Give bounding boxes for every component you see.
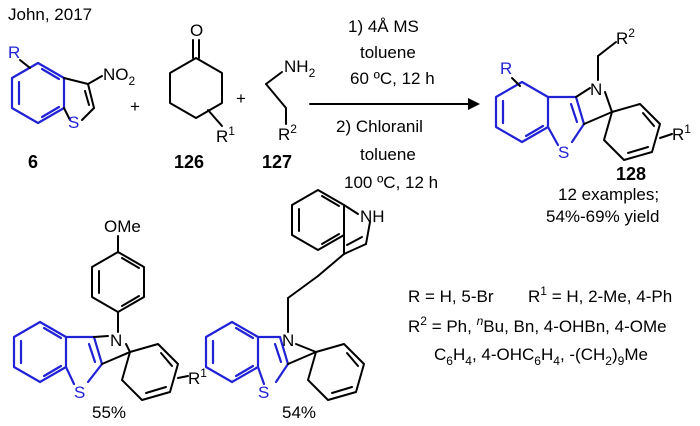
reactant-127-structure — [265, 71, 287, 125]
reactant-6-structure — [10, 59, 103, 125]
product-r2-label: R2 — [616, 26, 635, 48]
reactant-126-structure — [169, 39, 223, 127]
citation: John, 2017 — [8, 5, 92, 24]
plus-sign-1: + — [130, 97, 140, 116]
example-2-structure — [204, 189, 371, 401]
substituents-line-1-r1: R1 = H, 2-Me, 4-Ph — [528, 284, 672, 306]
product-nitrogen: N — [590, 80, 602, 99]
reactant-6-nitro-label: NO2 — [103, 65, 136, 88]
reactant-6-sulfur-label: S — [68, 113, 79, 132]
example-1-ome: OMe — [104, 217, 141, 236]
product-r1-label: R1 — [672, 122, 691, 144]
reactant-127-amine: NH2 — [284, 57, 316, 80]
condition-step2-line3: 100 ºC, 12 h — [344, 173, 438, 192]
reactant-6-r-label: R — [8, 43, 20, 62]
condition-step1-line1: 1) 4Å MS — [348, 17, 419, 36]
plus-sign-2: + — [236, 89, 246, 108]
example-1-structure — [12, 235, 189, 401]
product-examples: 12 examples; — [558, 185, 659, 204]
example-1-nitrogen: N — [110, 331, 122, 350]
condition-step1-line2: toluene — [360, 43, 416, 62]
product-number: 128 — [616, 164, 646, 184]
reaction-arrow — [309, 98, 480, 110]
product-r-label: R — [500, 59, 512, 78]
product-yield-range: 54%-69% yield — [546, 207, 659, 226]
reactant-127-number: 127 — [262, 152, 292, 172]
product-sulfur: S — [558, 143, 569, 162]
reactant-6-number: 6 — [28, 152, 38, 172]
reactant-126-oxygen: O — [190, 21, 203, 40]
product-128-structure — [494, 41, 673, 161]
condition-step1-line3: 60 ºC, 12 h — [350, 69, 435, 88]
example-2-sulfur: S — [258, 383, 269, 402]
reactant-126-number: 126 — [174, 152, 204, 172]
reactant-127-r2: R2 — [278, 122, 297, 144]
condition-step2-line1: 2) Chloranil — [336, 117, 423, 136]
example-2-indole-nh: NH — [360, 207, 385, 226]
substituents-line-3: C6H4, 4-OHC6H4, -(CH2)9Me — [434, 345, 648, 368]
example-1-yield: 55% — [92, 403, 126, 422]
reactant-126-r1: R1 — [216, 124, 235, 146]
substituents-line-2: R2 = Ph, nBu, Bn, 4-OHBn, 4-OMe — [408, 314, 667, 336]
substituents-line-1-r: R = H, 5-Br — [408, 287, 494, 306]
example-2-nitrogen: N — [282, 331, 294, 350]
example-1-r1: R1 — [188, 366, 207, 388]
condition-step2-line2: toluene — [360, 145, 416, 164]
example-1-sulfur: S — [74, 383, 85, 402]
example-2-yield: 54% — [282, 403, 316, 422]
